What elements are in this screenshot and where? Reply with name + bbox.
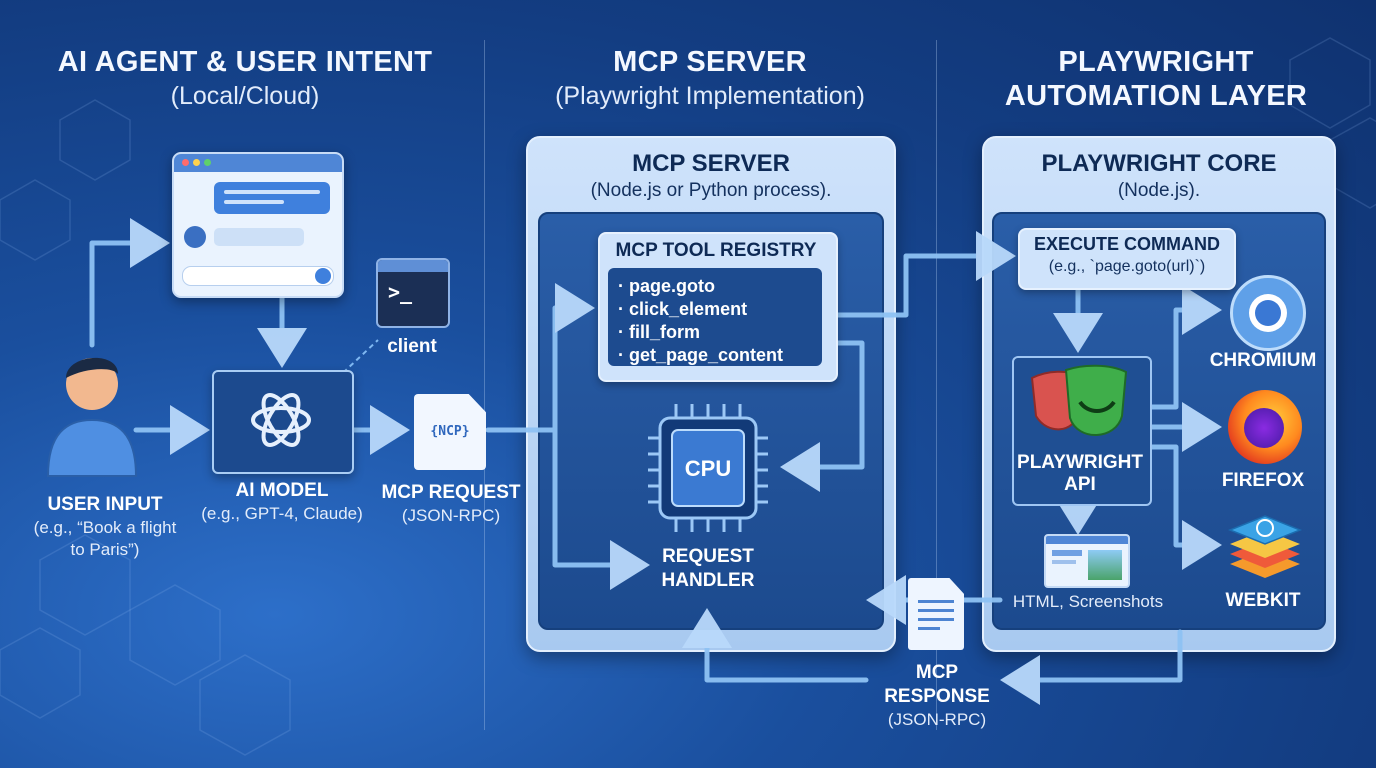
- client-label: client: [387, 336, 437, 357]
- cpu-chip-text: CPU: [684, 456, 732, 481]
- request-handler-label-1: REQUEST: [662, 546, 754, 567]
- execute-command-example: (e.g., `page.goto(url)`): [1048, 258, 1206, 275]
- cpu-chip-icon: [648, 404, 768, 532]
- user-input-example-1: (e.g., “Book a flight: [33, 518, 177, 537]
- column-subtitle-mcp: (Playwright Implementation): [555, 82, 865, 110]
- mcp-server-panel-subtitle: (Node.js or Python process).: [590, 180, 832, 201]
- column-title-mcp: MCP SERVER: [613, 46, 807, 78]
- html-screenshots-label: HTML, Screenshots: [1012, 592, 1164, 611]
- tool-item-fill-form: · fill_form: [618, 322, 701, 342]
- chat-input-bar: [182, 266, 334, 286]
- tool-registry-list: · page.goto · click_element · fill_form …: [608, 268, 822, 366]
- firefox-label: FIREFOX: [1221, 470, 1305, 491]
- playwright-core-panel-subtitle: (Node.js).: [1117, 180, 1201, 201]
- webkit-label: WEBKIT: [1225, 590, 1301, 611]
- chromium-label: CHROMIUM: [1209, 350, 1317, 371]
- playwright-core-panel-title: PLAYWRIGHT CORE: [1041, 150, 1277, 177]
- column-title-playwright-1: PLAYWRIGHT: [1058, 46, 1254, 78]
- user-input-label: USER INPUT: [47, 494, 163, 515]
- chat-bubble-agent: [214, 182, 330, 214]
- ai-model-box: [212, 370, 354, 474]
- client-terminal-icon: >_: [376, 258, 450, 328]
- divider-left: [484, 40, 485, 730]
- openai-logo-icon: [251, 393, 311, 447]
- mcp-response-label-2: RESPONSE: [884, 686, 990, 707]
- mcp-request-document-icon: {NCP}: [414, 394, 486, 470]
- ai-model-label: AI MODEL: [235, 480, 329, 501]
- execute-command-title: EXECUTE COMMAND: [1033, 234, 1220, 254]
- column-title-playwright-2: AUTOMATION LAYER: [1004, 80, 1308, 112]
- mcp-response-label-1: MCP: [915, 662, 959, 683]
- terminal-prompt: >_: [388, 280, 413, 304]
- column-title-agent: AI AGENT & USER INTENT: [57, 46, 433, 78]
- chromium-icon: [1230, 275, 1306, 351]
- webkit-icon: [1228, 515, 1302, 578]
- mcp-response-document-icon: [908, 578, 964, 650]
- chat-window: [172, 152, 344, 298]
- tool-item-get-page-content: · get_page_content: [618, 345, 784, 365]
- tool-registry-title: MCP TOOL REGISTRY: [615, 240, 817, 261]
- request-handler-label-2: HANDLER: [661, 570, 755, 591]
- user-input-example-2: to Paris”): [70, 540, 140, 559]
- mcp-request-label: MCP REQUEST: [381, 482, 521, 503]
- divider-right: [936, 40, 937, 730]
- execute-command-box: [1018, 228, 1236, 290]
- mcp-response-format: (JSON-RPC): [887, 710, 987, 729]
- tool-item-click-element: · click_element: [618, 299, 748, 319]
- user-avatar: [46, 357, 138, 477]
- mcp-server-panel-title: MCP SERVER: [632, 150, 790, 177]
- playwright-api-label-1: PLAYWRIGHT: [1017, 452, 1143, 473]
- firefox-icon: [1228, 390, 1302, 464]
- column-subtitle-agent: (Local/Cloud): [170, 82, 320, 110]
- chat-avatar: [184, 226, 206, 248]
- ai-model-examples: (e.g., GPT-4, Claude): [201, 504, 363, 523]
- playwright-masks-icon: [1030, 364, 1128, 436]
- tool-item-page-goto: · page.goto: [618, 276, 715, 296]
- screenshot-image-icon: [1044, 534, 1130, 588]
- mcp-request-format: (JSON-RPC): [401, 506, 501, 525]
- send-icon: [315, 268, 331, 284]
- mcp-request-icon-text: {NCP}: [430, 424, 470, 439]
- playwright-api-label-2: API: [1064, 474, 1096, 495]
